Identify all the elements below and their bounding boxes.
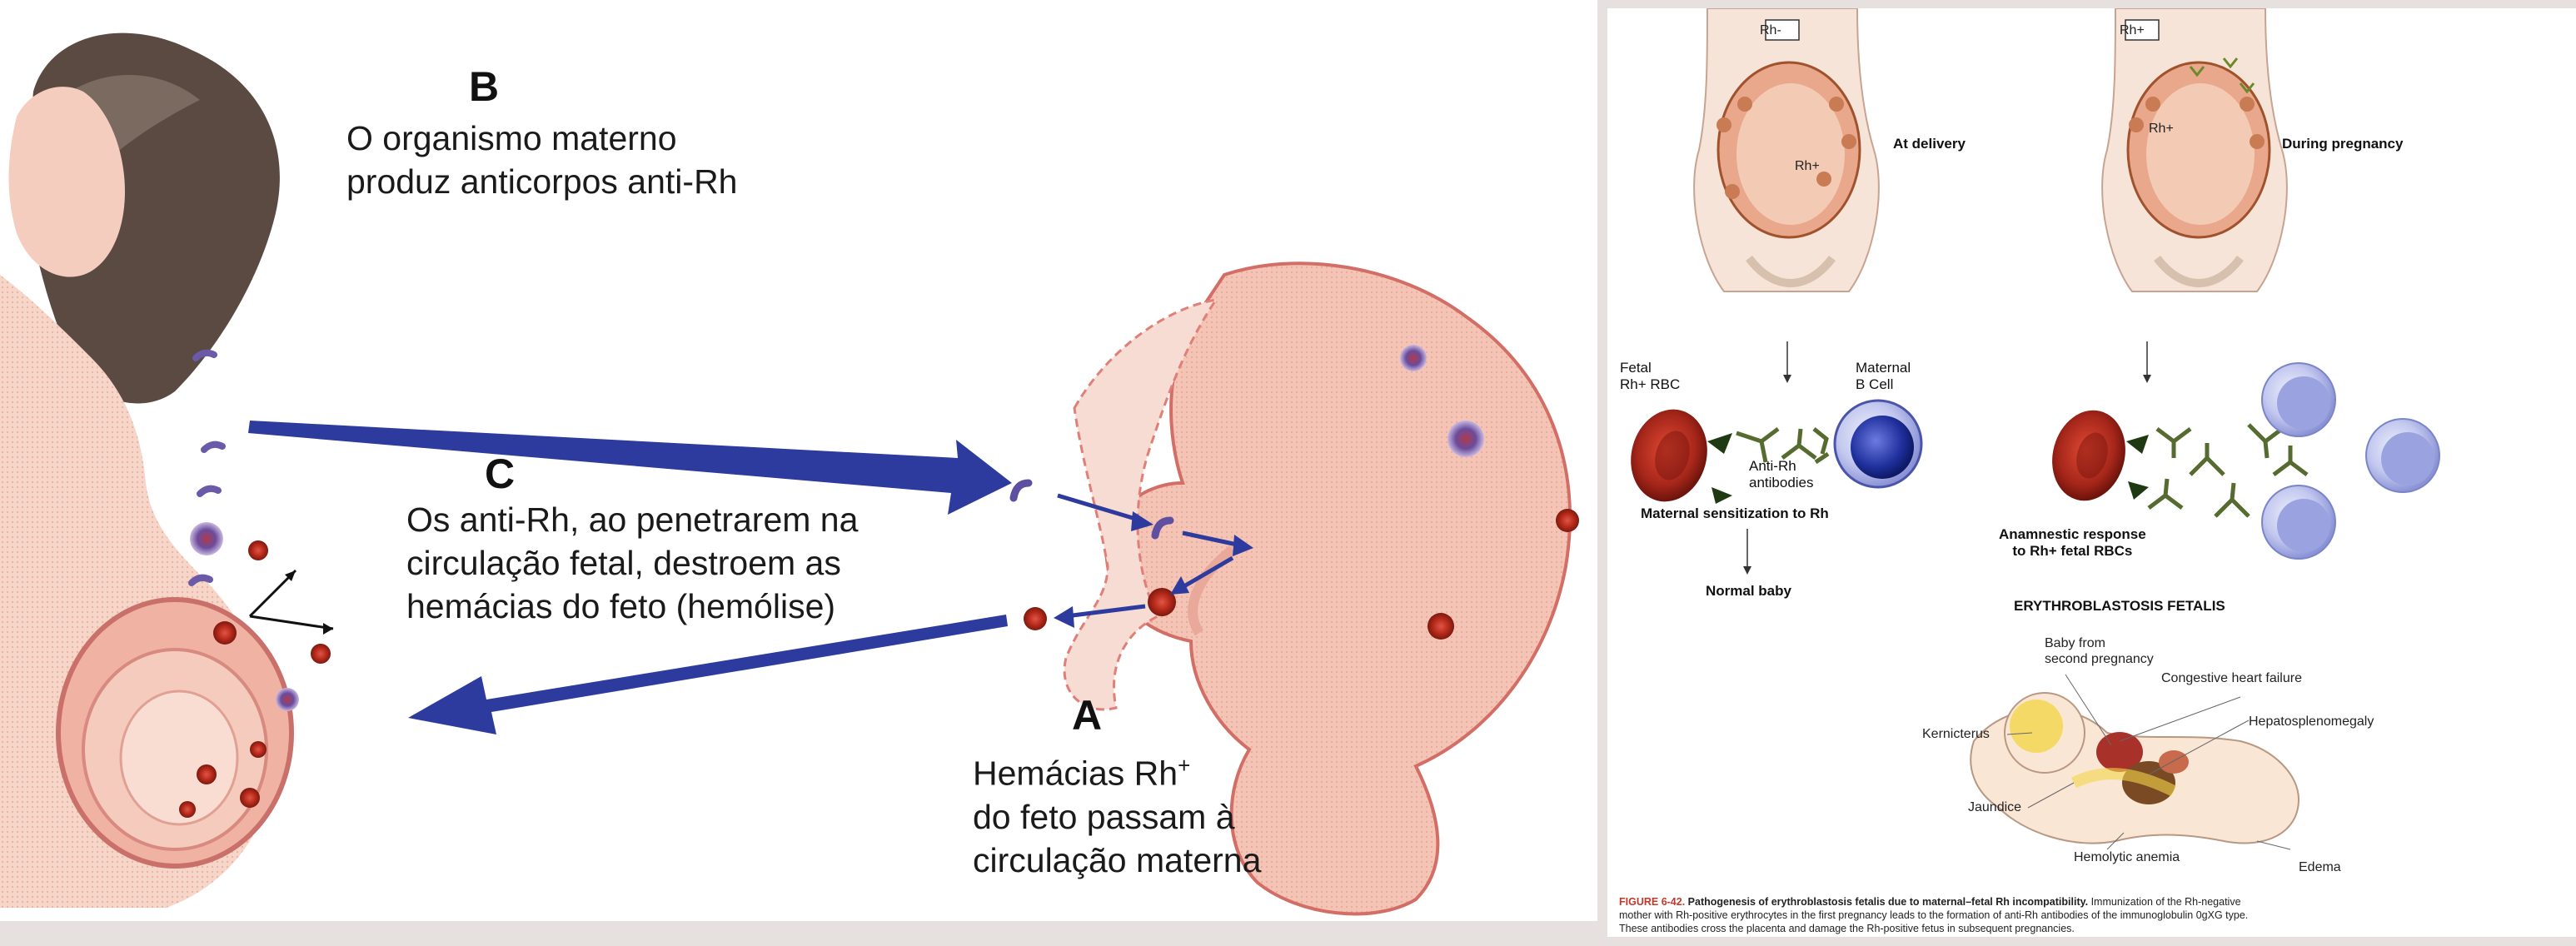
label-maternal-bcell-line: B Cell xyxy=(1856,376,1911,393)
label-anamnestic-line: Anamnestic response xyxy=(1999,526,2146,543)
text-a-line1: Hemácias Rh xyxy=(973,754,1178,793)
label-anti-rh-antibodies: Anti-Rh antibodies xyxy=(1749,458,1814,491)
rh-box-right: Rh+ xyxy=(2120,22,2145,38)
label-edema: Edema xyxy=(2299,859,2341,875)
text-c: Os anti-Rh, ao penetrarem na circulação … xyxy=(406,498,858,628)
label-fetal-rbc: Fetal Rh+ RBC xyxy=(1620,360,1680,393)
label-baby-from-line: Baby from xyxy=(2045,635,2154,651)
label-maternal-sensitization: Maternal sensitization to Rh xyxy=(1641,505,1829,522)
caption-line2: mother with Rh-positive erythrocytes in … xyxy=(1619,909,2560,922)
caption-rest1: Immunization of the Rh-negative xyxy=(2088,896,2240,908)
left-illustration xyxy=(0,0,1597,921)
label-anti-rh-line: Anti-Rh xyxy=(1749,458,1814,475)
label-erythroblastosis: ERYTHROBLASTOSIS FETALIS xyxy=(2014,598,2225,615)
label-baby-from: Baby from second pregnancy xyxy=(2045,635,2154,667)
label-maternal-bcell: Maternal B Cell xyxy=(1856,360,1911,393)
text-c-line: Os anti-Rh, ao penetrarem na xyxy=(406,498,858,541)
text-a-line: do feto passam à xyxy=(973,795,1261,839)
right-illustration xyxy=(1607,8,2576,866)
label-anamnestic-response: Anamnestic response to Rh+ fetal RBCs xyxy=(1999,526,2146,560)
label-hemolytic: Hemolytic anemia xyxy=(2074,849,2180,865)
label-hepato: Hepatosplenomegaly xyxy=(2249,714,2374,729)
left-diagram-panel: B O organismo materno produz anticorpos … xyxy=(0,0,1597,921)
caption-fig: FIGURE 6-42. xyxy=(1619,896,1685,908)
text-a: Hemácias Rh+ do feto passam à circulação… xyxy=(973,744,1261,882)
text-c-line: hemácias do feto (hemólise) xyxy=(406,585,858,628)
rh-box-left: Rh- xyxy=(1760,22,1781,38)
text-b-line: produz anticorpos anti-Rh xyxy=(346,160,737,203)
right-figure-panel: Rh- Rh+ Rh+ Rh+ At delivery During pregn… xyxy=(1607,8,2576,937)
caption-line3: These antibodies cross the placenta and … xyxy=(1619,922,2560,935)
label-kernicterus: Kernicterus xyxy=(1922,726,1990,742)
text-c-line: circulação fetal, destroem as xyxy=(406,541,858,585)
label-during-pregnancy: During pregnancy xyxy=(2282,136,2403,152)
rh-fetus-right: Rh+ xyxy=(2149,121,2174,137)
figure-caption: FIGURE 6-42. Pathogenesis of erythroblas… xyxy=(1619,895,2560,935)
label-fetal-rbc-line: Rh+ RBC xyxy=(1620,376,1680,393)
label-jaundice: Jaundice xyxy=(1968,799,2021,815)
label-at-delivery: At delivery xyxy=(1893,136,1966,152)
text-b-line: O organismo materno xyxy=(346,117,737,160)
rh-fetus-left: Rh+ xyxy=(1795,158,1820,174)
label-b: B xyxy=(469,62,499,111)
text-a-line: circulação materna xyxy=(973,839,1261,882)
text-b: O organismo materno produz anticorpos an… xyxy=(346,117,737,203)
label-maternal-bcell-line: Maternal xyxy=(1856,360,1911,376)
caption-title: Pathogenesis of erythroblastosis fetalis… xyxy=(1688,896,2088,908)
text-a-sup: + xyxy=(1178,753,1190,778)
label-normal-baby: Normal baby xyxy=(1706,583,1791,600)
label-congestive: Congestive heart failure xyxy=(2161,670,2302,686)
label-baby-from-line: second pregnancy xyxy=(2045,651,2154,667)
label-a: A xyxy=(1072,691,1102,739)
arrow-rbc-to-mother xyxy=(408,615,1008,734)
text-a-line: Hemácias Rh+ xyxy=(973,744,1261,795)
label-anamnestic-line: to Rh+ fetal RBCs xyxy=(1999,543,2146,560)
label-c: C xyxy=(485,450,515,498)
caption-line1: FIGURE 6-42. Pathogenesis of erythroblas… xyxy=(1619,895,2560,909)
label-anti-rh-line: antibodies xyxy=(1749,475,1814,491)
label-fetal-rbc-line: Fetal xyxy=(1620,360,1680,376)
